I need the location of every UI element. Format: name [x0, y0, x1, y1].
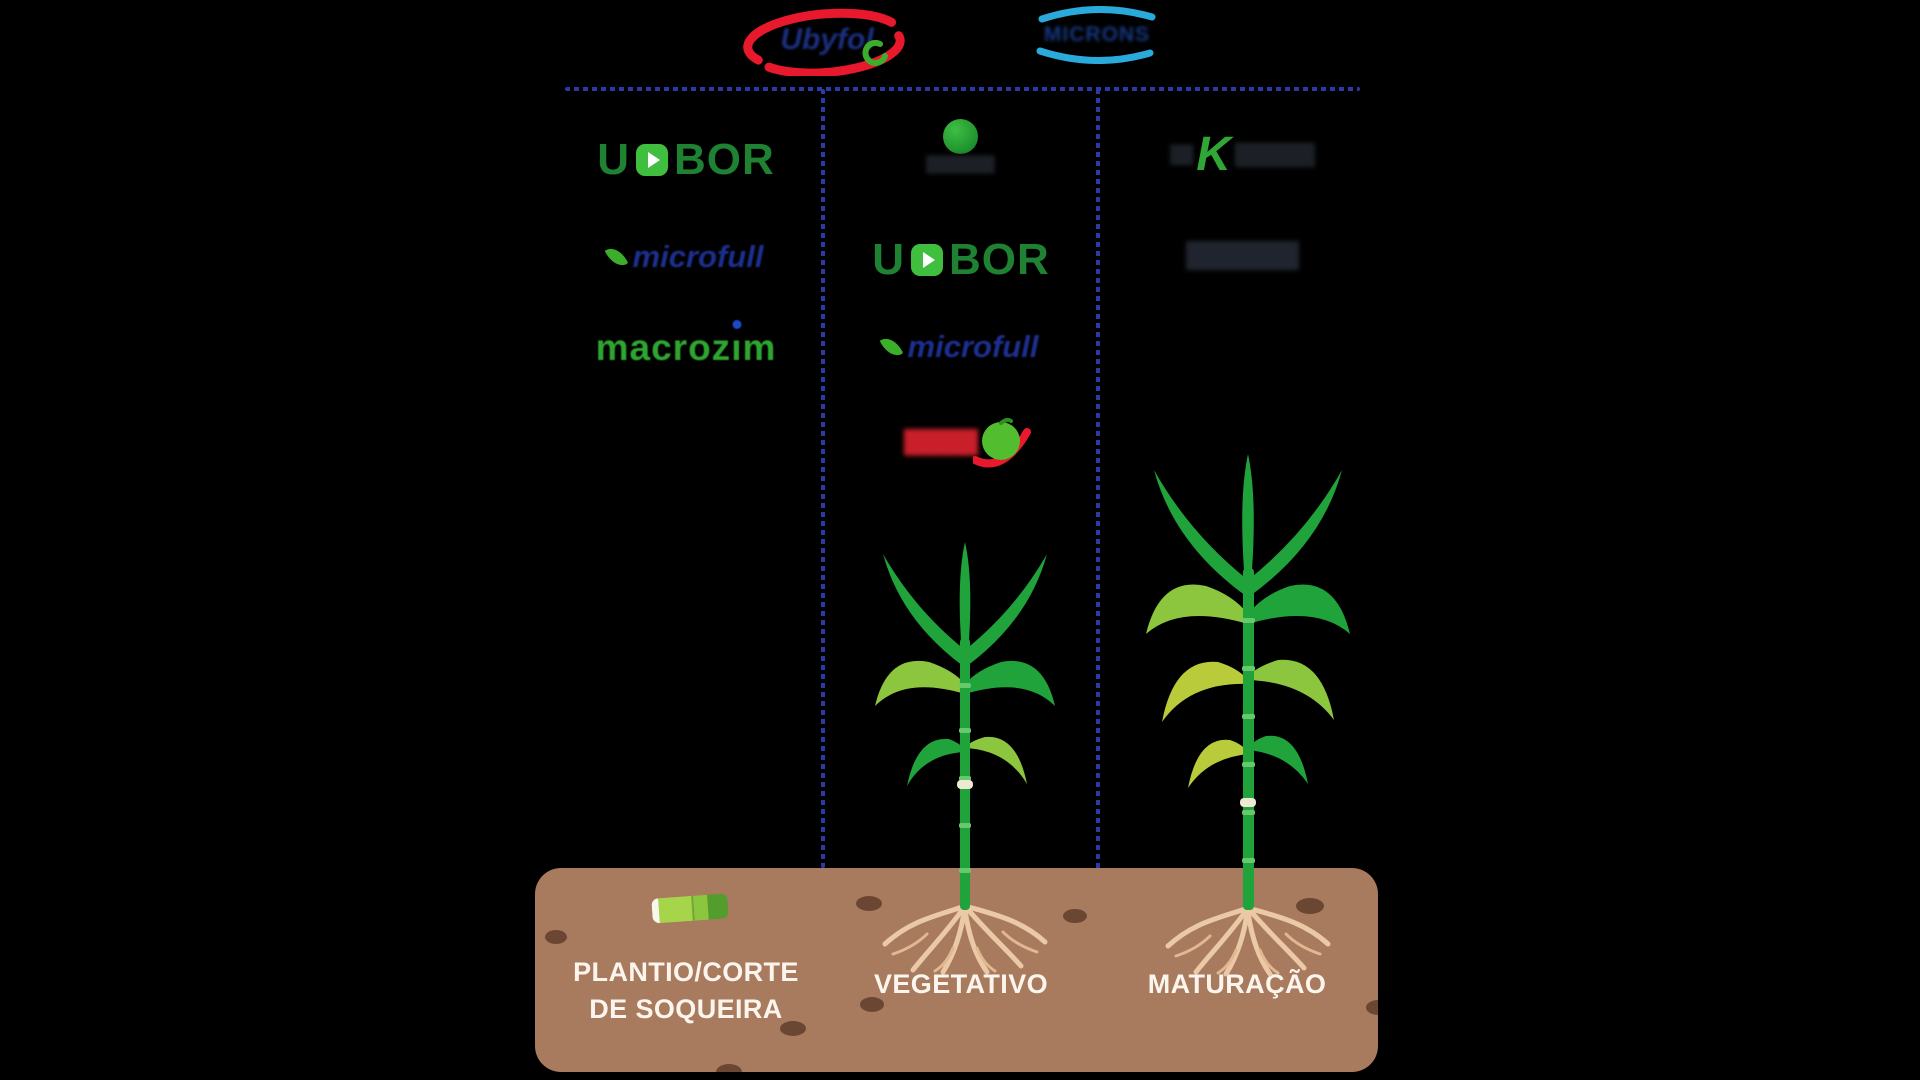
stem [960, 638, 970, 910]
leaf-sheath [1240, 798, 1256, 807]
sugarcane-plant-maturation [1146, 454, 1350, 977]
column-divider-dashed-line-1 [821, 89, 825, 868]
billet-segment [707, 893, 729, 920]
sugarcane-plant-vegetative [875, 542, 1055, 975]
leaf-sheath [957, 780, 973, 789]
microfull-leaf-icon [604, 243, 628, 271]
macrozim-pre: macroz [595, 327, 732, 368]
soil-spot [1063, 909, 1087, 923]
soil-spot [860, 997, 884, 1012]
cyan-arcs-icon [1036, 6, 1156, 64]
ubyfol-brand-logo: Ubyfol [737, 4, 917, 76]
product-upbor-col1: U BOR [586, 130, 786, 190]
cane-billet-cutting-icon [651, 893, 729, 924]
roots [1165, 905, 1331, 977]
partner-wordmark: MICRONS [1043, 23, 1151, 46]
upbor-leaf-icon [636, 144, 668, 176]
product-microfull-col2: microfull [851, 322, 1071, 372]
product-k-col3: ██ K ██████ [1137, 126, 1347, 184]
green-k-letter: K [1196, 128, 1231, 181]
column-divider-dashed-line-2 [1096, 89, 1100, 870]
illegible-red-wordmark: █████ [904, 429, 978, 454]
macrozim-wordmark: macrozım [596, 327, 777, 369]
product-microfull-col1: microfull [576, 232, 796, 282]
stage1-line2: DE SOQUEIRA [589, 994, 783, 1024]
red-ellipse-swoosh-icon [743, 8, 905, 76]
product-mag-col3: ███████ [1152, 234, 1332, 278]
stage-label-vegetativo: VEGETATIVO [873, 969, 1048, 999]
upbor-u: U [872, 235, 905, 284]
soil-band: PLANTIO/CORTE DE SOQUEIRA VEGETATIVO MAT… [535, 868, 1378, 1072]
microfull-wordmark: microfull [632, 239, 764, 274]
leaves [875, 542, 1055, 786]
microfull-wordmark: microfull [907, 329, 1039, 364]
soil-spot [1296, 898, 1324, 914]
green-leaf-swirl-icon [862, 40, 888, 66]
stage-label-plantio: PLANTIO/CORTE DE SOQUEIRA [551, 954, 821, 1028]
illegible-dark-wordmark: ██████ [1234, 143, 1315, 166]
illegible-dark-wordmark: ███████ [926, 155, 994, 173]
partner-brand-logo: MICRONS [1032, 6, 1162, 64]
product-upbor-col2: U BOR [861, 230, 1061, 290]
stem-nodes [959, 683, 971, 873]
macrozim-post: m [742, 327, 777, 368]
product-fruit-col2: █████ [880, 412, 1055, 472]
ubyfol-wordmark: Ubyfol [780, 23, 874, 56]
macrozim-blue-dot-i: ı [731, 327, 742, 369]
soil-spot [780, 1021, 806, 1036]
illegible-dark-script-wordmark: ███████ [1185, 242, 1299, 269]
soil-spot [856, 896, 882, 911]
upbor-leaf-icon [911, 244, 943, 276]
soil-spot [716, 1064, 742, 1072]
stem-nodes [1242, 618, 1255, 863]
stem [1243, 568, 1254, 910]
leaves [1146, 454, 1350, 788]
roots [882, 903, 1048, 975]
macrozim-i: ı [731, 327, 743, 368]
soil-spot [1366, 1000, 1378, 1015]
timeline-horizontal-dashed-line [565, 87, 1360, 91]
upbor-bor: BOR [674, 135, 775, 184]
stage-label-maturacao: MATURAÇÃO [1147, 969, 1327, 999]
green-fruit-red-swoosh-icon [972, 417, 1031, 468]
product-macrozim-col1: macrozım [576, 322, 796, 374]
microfull-leaf-icon [879, 333, 903, 361]
illegible-dark-wordmark: ██ [1170, 145, 1193, 164]
upbor-u: U [597, 135, 630, 184]
stage1-line1: PLANTIO/CORTE [573, 957, 799, 987]
billet-segment [658, 895, 696, 924]
green-ball-product-wordmark: ███████ [890, 150, 1030, 178]
soil-spot [545, 930, 567, 944]
green-ball-product-icon [943, 119, 978, 154]
upbor-bor: BOR [949, 235, 1050, 284]
